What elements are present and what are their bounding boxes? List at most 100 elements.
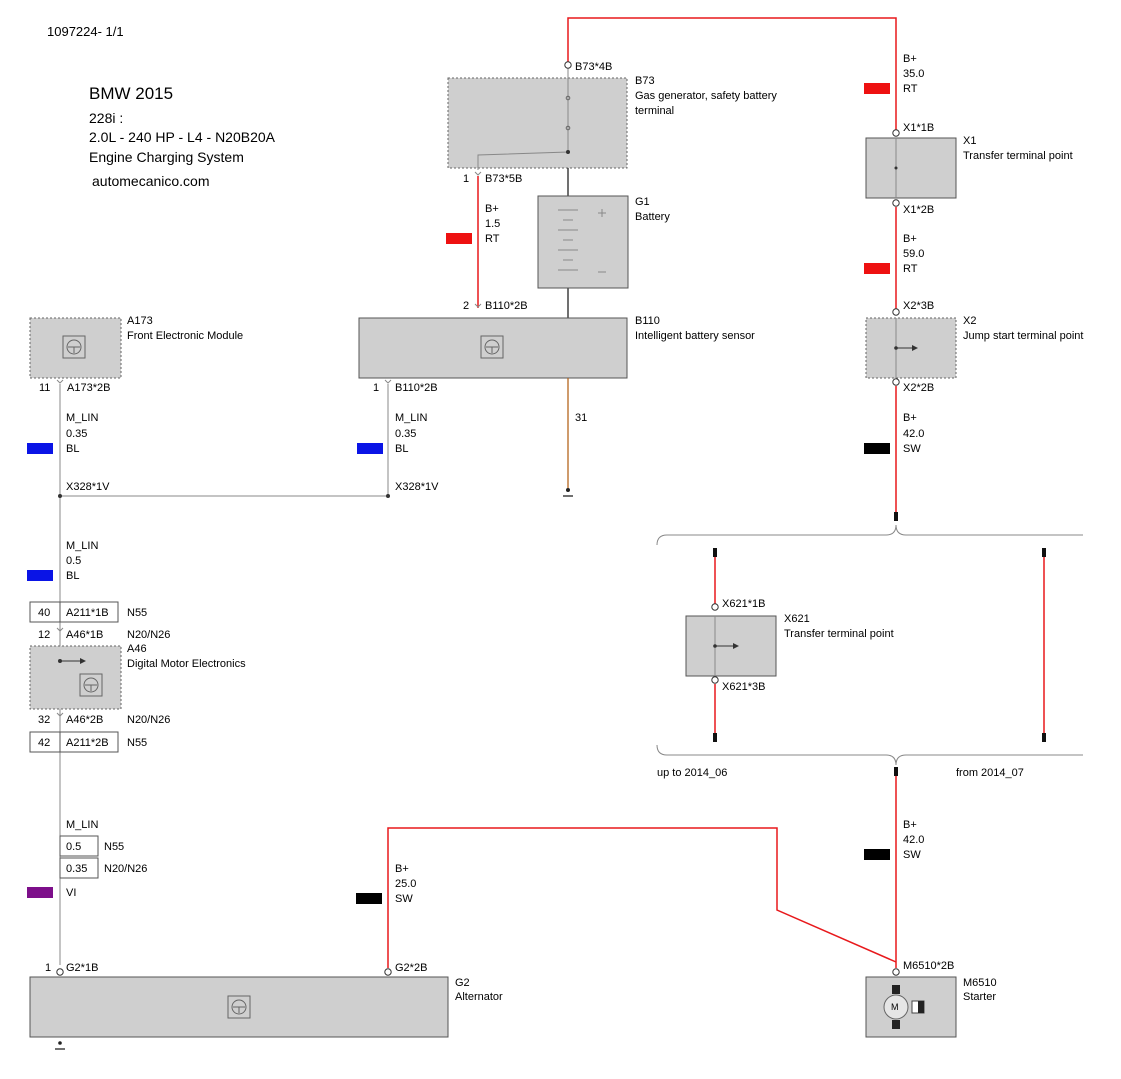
b73-pin-bot — [474, 171, 482, 176]
x2-pin-top-label: X2*3B — [903, 300, 934, 312]
w-x1-x2-swatch — [864, 263, 890, 274]
wire-cut-mark — [894, 767, 898, 776]
b73-pin-top-label: B73*4B — [575, 61, 612, 73]
ecu-icon — [79, 673, 103, 697]
b110-pin-bot-label: B110*2B — [395, 382, 438, 394]
b110-box — [358, 317, 628, 379]
splice-right-label: X328*1V — [395, 481, 439, 493]
w-b73-size: 1.5 — [485, 218, 500, 230]
arrow-icon — [733, 643, 739, 649]
arrow-icon — [80, 658, 86, 664]
x1-code: X1 — [963, 135, 976, 147]
svg-text:M: M — [891, 1002, 899, 1012]
header-site: automecanico.com — [92, 173, 210, 189]
g2-ground-node — [58, 1041, 62, 1045]
splice-left-label: X328*1V — [66, 481, 110, 493]
w-x1-top-color: RT — [903, 83, 918, 95]
m6510-pin — [892, 968, 900, 976]
b73-node — [566, 150, 570, 154]
x1-pin-top-label: X1*1B — [903, 122, 934, 134]
wire-cut-mark — [894, 512, 898, 521]
w-g2-lin-note-a: N55 — [104, 841, 124, 853]
w-x1-x2-signal: B+ — [903, 233, 917, 245]
b110-pin-top — [474, 303, 482, 308]
wire-cut-mark — [713, 548, 717, 557]
b73-pin-bot-num: 1 — [463, 173, 469, 185]
g1-desc: Battery — [635, 211, 670, 223]
b110-code: B110 — [635, 315, 660, 327]
x621-desc: Transfer terminal point — [784, 628, 894, 640]
motor-icon: M — [883, 985, 925, 1029]
w-b110-swatch — [357, 443, 383, 454]
w-starter-signal: B+ — [903, 819, 917, 831]
x1-desc: Transfer terminal point — [963, 150, 1073, 162]
m6510-pin-label: M6510*2B — [903, 960, 954, 972]
w-x1-top-signal: B+ — [903, 53, 917, 65]
b73-contact — [565, 125, 571, 131]
w-x2-signal: B+ — [903, 412, 917, 424]
b73-pin-bot-label: B73*5B — [485, 173, 522, 185]
w-g2-lin-size-b: 0.35 — [66, 863, 87, 875]
w-g2-lin-swatch — [27, 887, 53, 898]
w-starter-color: SW — [903, 849, 921, 861]
w-x1-top-swatch — [864, 83, 890, 94]
ecu-icon — [62, 335, 86, 359]
w-g2-bplus-swatch — [356, 893, 382, 904]
g2-pin1-num: 1 — [45, 962, 51, 974]
g1-battery-box — [537, 195, 629, 289]
ecu-icon — [480, 335, 504, 359]
x621-pin-bot — [711, 676, 719, 684]
w-g2-lin-signal: M_LIN — [66, 819, 98, 831]
w-a173-signal: M_LIN — [66, 412, 98, 424]
wire-cut-mark — [1042, 548, 1046, 557]
diagram-title: BMW 2015 — [89, 84, 173, 103]
w-g2-bplus-signal: B+ — [395, 863, 409, 875]
x1-pin-top — [892, 129, 900, 137]
w-g2-lin-color: VI — [66, 887, 76, 899]
w-g2-bplus-size: 25.0 — [395, 878, 416, 890]
a211-top-note: N55 — [127, 607, 147, 619]
a46-pin-top-label: A46*1B — [66, 629, 103, 641]
wire-b73-x1 — [567, 17, 897, 130]
a46-pin-bot — [56, 712, 64, 717]
w-mid-color: BL — [66, 570, 79, 582]
splice-node — [386, 494, 390, 498]
a46-pin-top-num: 12 — [38, 629, 50, 641]
b110-pin-top-label: B110*2B — [485, 300, 528, 312]
b73-internal — [477, 68, 569, 170]
variant-right-label: from 2014_07 — [956, 767, 1024, 779]
w-b73-signal: B+ — [485, 203, 499, 215]
wire-g2-starter — [387, 827, 897, 968]
w-mid-swatch — [27, 570, 53, 581]
x2-pin-bot — [892, 378, 900, 386]
w-starter-swatch — [864, 849, 890, 860]
wire-cut-mark — [713, 733, 717, 742]
w-x2-size: 42.0 — [903, 428, 924, 440]
b73-pin-top — [564, 61, 572, 69]
a173-code: A173 — [127, 315, 153, 327]
w-b110-color: BL — [395, 443, 408, 455]
a46-pin-bot-note: N20/N26 — [127, 714, 170, 726]
g2-pin2-label: G2*2B — [395, 962, 427, 974]
w-g2-lin-size-a: 0.5 — [66, 841, 81, 853]
m6510-desc: Starter — [963, 991, 996, 1003]
w-mid-size: 0.5 — [66, 555, 81, 567]
a211-bot-label: A211*2B — [66, 737, 109, 749]
w-g2-lin-note-b: N20/N26 — [104, 863, 147, 875]
w-g2-bplus-color: SW — [395, 893, 413, 905]
b73-desc-1: Gas generator, safety battery — [635, 90, 777, 102]
x621-pin-top-label: X621*1B — [722, 598, 765, 610]
a46-code: A46 — [127, 643, 147, 655]
w-mid-signal: M_LIN — [66, 540, 98, 552]
battery-icon — [558, 209, 606, 273]
w-b73-color: RT — [485, 233, 500, 245]
w-x2-swatch — [864, 443, 890, 454]
x1-node — [894, 166, 898, 170]
w-x1-top-size: 35.0 — [903, 68, 924, 80]
w-starter-size: 42.0 — [903, 834, 924, 846]
g2-pin1 — [56, 968, 64, 976]
x1-pin-bot-label: X1*2B — [903, 204, 934, 216]
w-x1-x2-color: RT — [903, 263, 918, 275]
a46-pin-bot-num: 32 — [38, 714, 50, 726]
